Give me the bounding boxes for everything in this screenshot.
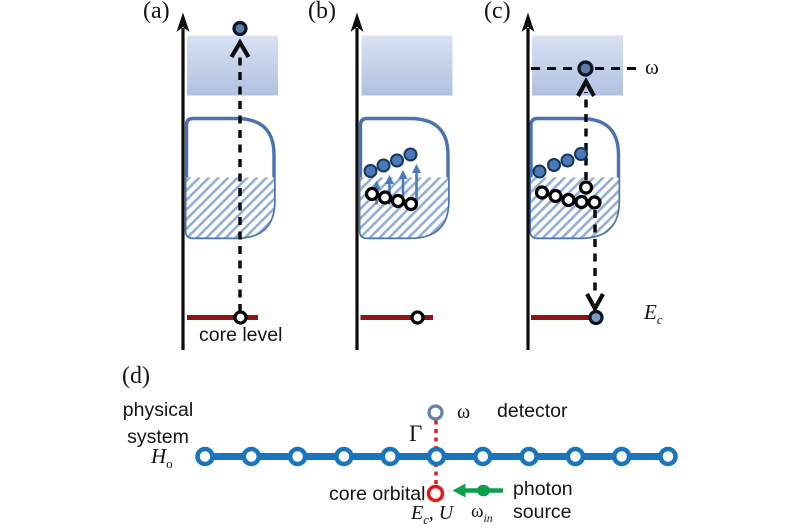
- energy-axis-arrowhead-c: [521, 12, 535, 32]
- hole-circles-b: [364, 186, 419, 212]
- absorption-arrowhead-a: [229, 38, 251, 59]
- core-orbital-circle: [426, 484, 445, 503]
- chain-sites: [195, 446, 678, 467]
- hole-circles-c: [534, 180, 602, 210]
- panel-b: [350, 12, 453, 350]
- emitted-photon-circle: [427, 404, 444, 421]
- panel-d-label: (d): [122, 363, 150, 389]
- excited-electrons-b: [363, 147, 418, 178]
- conduction-band-c: [532, 35, 623, 96]
- photon-arrowhead: [452, 483, 466, 498]
- conduction-band-b: [361, 35, 453, 96]
- detector-label: detector: [497, 400, 568, 422]
- excited-electron-in-band-c: [577, 60, 594, 77]
- chain-site: [658, 446, 678, 467]
- core-orbital-label: core orbital: [329, 483, 426, 505]
- core-hole-circle-b: [410, 310, 425, 325]
- chain-site: [473, 446, 493, 467]
- panel-d: [195, 404, 678, 503]
- panel-c: [521, 12, 637, 350]
- core-level-label: core level: [199, 324, 283, 346]
- conduction-band-a: [187, 35, 278, 96]
- refilled-core-electron-c: [588, 309, 604, 326]
- chain-site: [426, 446, 447, 467]
- omega-in-label: ωin: [471, 501, 493, 525]
- chain-site: [519, 446, 539, 467]
- chain-site: [195, 446, 215, 467]
- chain-site: [287, 446, 308, 467]
- chain-site: [565, 446, 586, 467]
- core-params-label: Ec, U: [411, 502, 454, 527]
- filled-fermi-sea-a: [186, 177, 274, 238]
- gamma-label: Γ: [409, 421, 423, 446]
- chain-site: [334, 446, 354, 467]
- excitation-arrowheads-b: [372, 164, 421, 190]
- omega-label-d: ω: [457, 401, 471, 423]
- chain-site: [611, 446, 632, 467]
- panel-c-label: (c): [484, 0, 511, 24]
- excited-electrons-c: [532, 147, 588, 179]
- incoming-photon-circle: [477, 484, 490, 497]
- chain-site: [241, 446, 262, 467]
- core-hole-circle-a: [233, 310, 248, 325]
- panel-a-label: (a): [143, 0, 170, 24]
- chain-site: [380, 446, 400, 467]
- excitation-arrowhead-c: [576, 77, 596, 98]
- omega-label-c: ω: [645, 55, 659, 79]
- energy-axis-arrowhead-a: [176, 12, 190, 32]
- hamiltonian-label: Ho: [151, 444, 173, 472]
- panel-b-label: (b): [308, 0, 336, 24]
- energy-axis-arrowhead-b: [350, 12, 364, 32]
- core-energy-label-c: Ec: [644, 300, 663, 328]
- decay-arrowhead-c: [585, 292, 605, 313]
- panel-a: [176, 12, 278, 350]
- excited-electron-a: [232, 20, 248, 37]
